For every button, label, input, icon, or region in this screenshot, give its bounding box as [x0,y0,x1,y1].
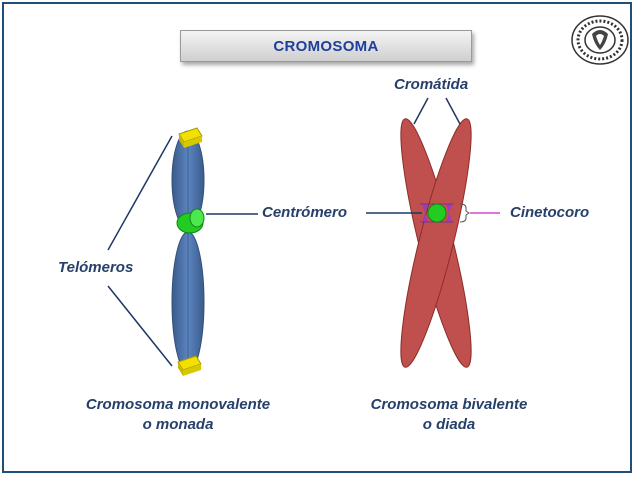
telomere-top [178,127,203,148]
bivalent-chromosome [400,118,472,368]
centromero-label: Centrómero [262,204,348,221]
telomeros-pointer-bottom [107,285,173,367]
bivalente-caption-line1: Cromosoma bivalente [370,396,528,413]
monovalente-caption-line1: Cromosoma monovalente [85,396,271,413]
cromatida-label: Cromátida [394,76,469,93]
chromatid-right [400,118,472,368]
telomeros-pointer-top [107,135,173,251]
diagram-canvas [107,97,500,376]
university-seal-icon [571,15,629,65]
cinetocoro-bracket [459,203,470,223]
monovalente-caption-line2: o monada [142,416,214,433]
monovalente-caption: Cromosoma monovalente o monada [52,396,304,433]
cromatida-pointer-right [445,97,461,125]
slide: CROMOSOMA [2,2,632,473]
bivalente-caption: Cromosoma bivalente o diada [338,396,560,433]
telomere-bottom [177,355,202,376]
bivalente-caption-line2: o diada [422,416,476,433]
centromere-monovalent [176,208,205,234]
monovalent-chromosome [171,130,205,373]
centromere-bivalent [427,203,447,223]
title-box: CROMOSOMA [180,30,472,62]
telomeros-label: Telómeros [58,259,134,276]
cromatida-pointer-left [413,97,429,125]
cinetocoro-label: Cinetocoro [510,204,590,221]
page-title: CROMOSOMA [273,37,379,55]
